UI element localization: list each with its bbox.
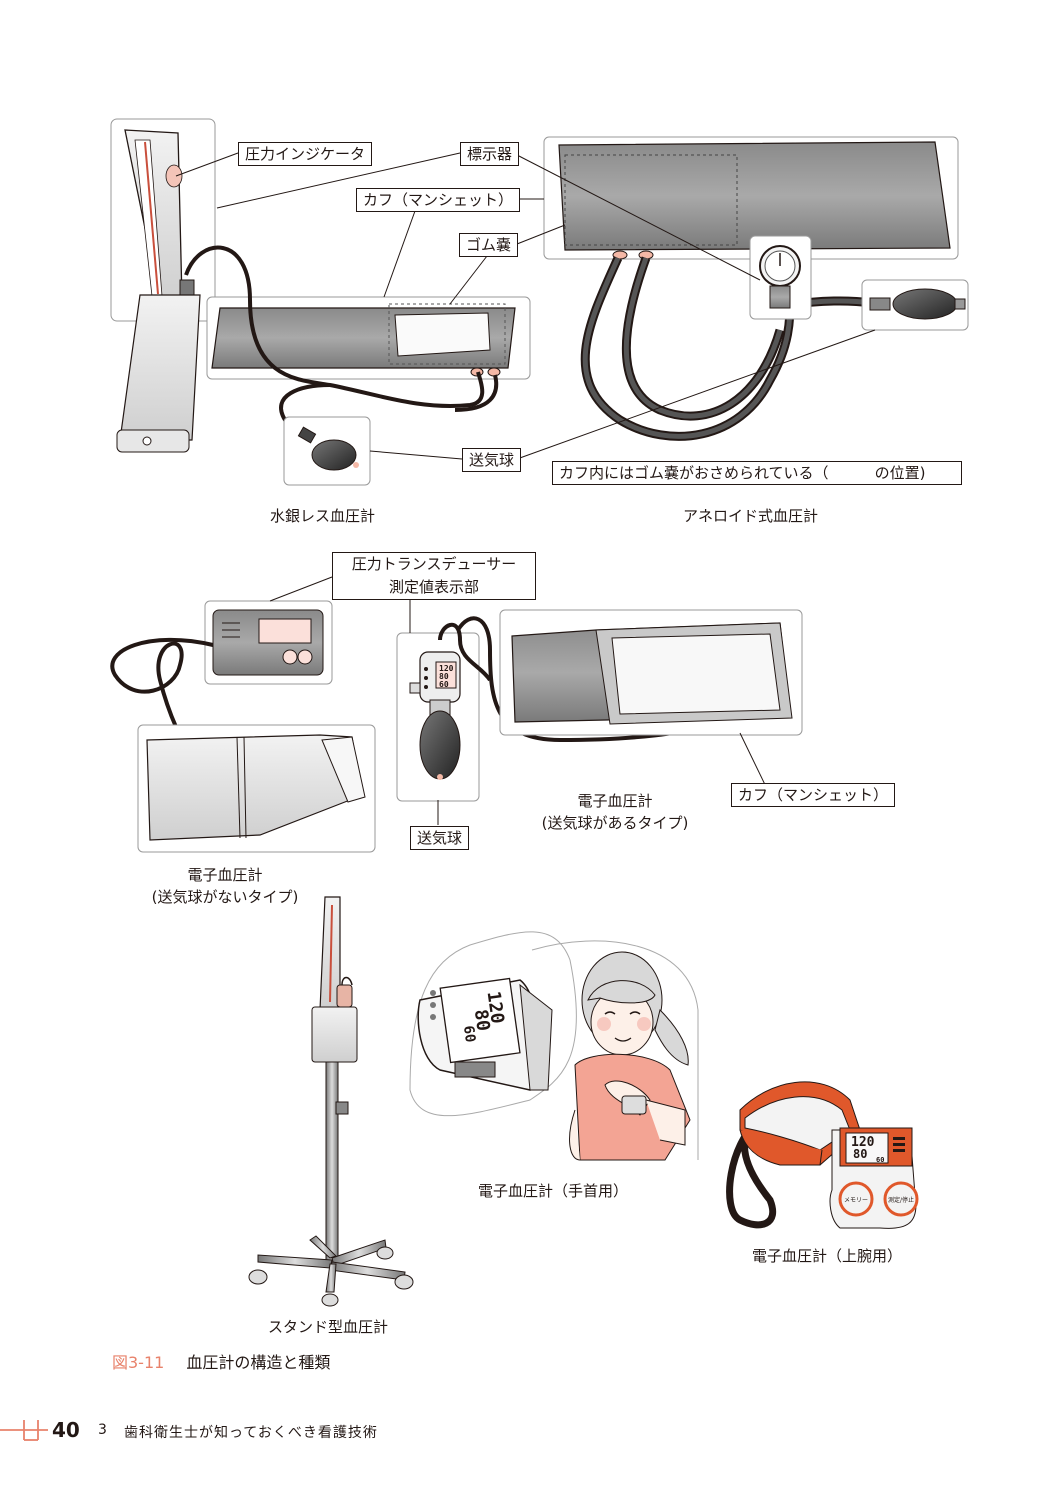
woman-figure <box>569 951 691 1161</box>
caption-electronic-with-bulb-line2: (送気球があるタイプ) <box>541 814 689 832</box>
leader-lines-top <box>175 152 876 460</box>
caption-upper-arm: 電子血圧計（上腕用） <box>752 1247 903 1265</box>
label-pressure-indicator: 圧力インジケータ <box>238 142 373 166</box>
figure-number: 図3-11 <box>112 1353 165 1372</box>
upper-arm-reading-systolic: 120 <box>851 1135 875 1150</box>
electronic-with-bulb-cuff <box>499 609 803 736</box>
electronic-no-bulb-monitor <box>204 600 333 685</box>
label-bulb-1: 送気球 <box>462 448 522 472</box>
caption-electronic-no-bulb: 電子血圧計 (送気球がないタイプ) <box>130 864 320 908</box>
mercury-less-bulb <box>283 416 371 486</box>
label-transducer-line2: 測定値表示部 <box>388 578 479 596</box>
caption-mercury-less: 水銀レス血圧計 <box>270 507 376 525</box>
wrist-type-illustration: 120 80 60 <box>409 931 699 1160</box>
upper-arm-device: 120 80 60 メモリー 測定/停止 <box>726 1081 919 1229</box>
label-transducer: 圧力トランスデューサー 測定値表示部 <box>332 552 536 600</box>
caption-aneroid: アネロイド式血圧計 <box>683 507 819 525</box>
caption-wrist: 電子血圧計（手首用） <box>478 1182 629 1200</box>
label-bladder-note: カフ内にはゴム嚢がおさめられている（ の位置) <box>552 461 962 485</box>
label-cuff-2: カフ（マンシェット） <box>731 783 896 807</box>
figure-title: 図3-11 血圧計の構造と種類 <box>112 1349 330 1373</box>
label-display: 標示器 <box>460 142 520 166</box>
electronic-handheld <box>396 623 492 802</box>
aneroid-cuff <box>543 136 959 260</box>
wrist-reading-systolic: 120 <box>483 990 508 1025</box>
page-number: 40 <box>52 1418 80 1442</box>
wrist-reading-pulse: 60 <box>460 1025 478 1044</box>
caption-electronic-with-bulb-line1: 電子血圧計 <box>577 792 653 810</box>
mercury-less-device <box>110 118 216 453</box>
electronic-no-bulb-tube <box>110 637 214 747</box>
running-title: 歯科衛生士が知っておくべき看護技術 <box>124 1425 378 1441</box>
upper-arm-reading-pulse: 60 <box>876 1156 884 1164</box>
label-transducer-line1: 圧力トランスデューサー <box>351 555 517 573</box>
figure-title-text: 血圧計の構造と種類 <box>186 1353 331 1372</box>
caption-electronic-no-bulb-line1: 電子血圧計 <box>187 866 263 884</box>
caption-electronic-with-bulb: 電子血圧計 (送気球があるタイプ) <box>520 790 710 834</box>
chapter-number: 3 <box>98 1422 107 1438</box>
bladder-note-text-before: カフ内にはゴム嚢がおさめられている（ <box>559 464 829 482</box>
label-cuff-1: カフ（マンシェット） <box>356 188 521 212</box>
handheld-reading-pulse: 60 <box>439 680 449 689</box>
label-rubber-bladder: ゴム嚢 <box>459 233 519 257</box>
start-stop-button-label: 測定/停止 <box>888 1196 914 1204</box>
handheld-reading-systolic: 120 <box>439 664 454 673</box>
aneroid-gauge <box>749 235 812 320</box>
aneroid-bulb <box>861 279 969 331</box>
handheld-reading-diastolic: 80 <box>439 672 449 681</box>
caption-stand: スタンド型血圧計 <box>268 1318 389 1336</box>
stand-type-device <box>248 896 414 1307</box>
label-bulb-2: 送気球 <box>410 826 470 850</box>
electronic-no-bulb-cuff <box>137 724 376 853</box>
mercury-less-cuff <box>206 296 531 380</box>
upper-arm-reading-diastolic: 80 <box>853 1147 867 1161</box>
bladder-note-text-after: の位置) <box>874 464 926 482</box>
wrist-reading-diastolic: 80 <box>470 1008 494 1032</box>
aneroid-tubes <box>580 256 873 441</box>
caption-electronic-no-bulb-line2: (送気球がないタイプ) <box>151 888 299 906</box>
memory-button-label: メモリー <box>844 1197 868 1204</box>
footer-cross-icon <box>0 1420 48 1441</box>
